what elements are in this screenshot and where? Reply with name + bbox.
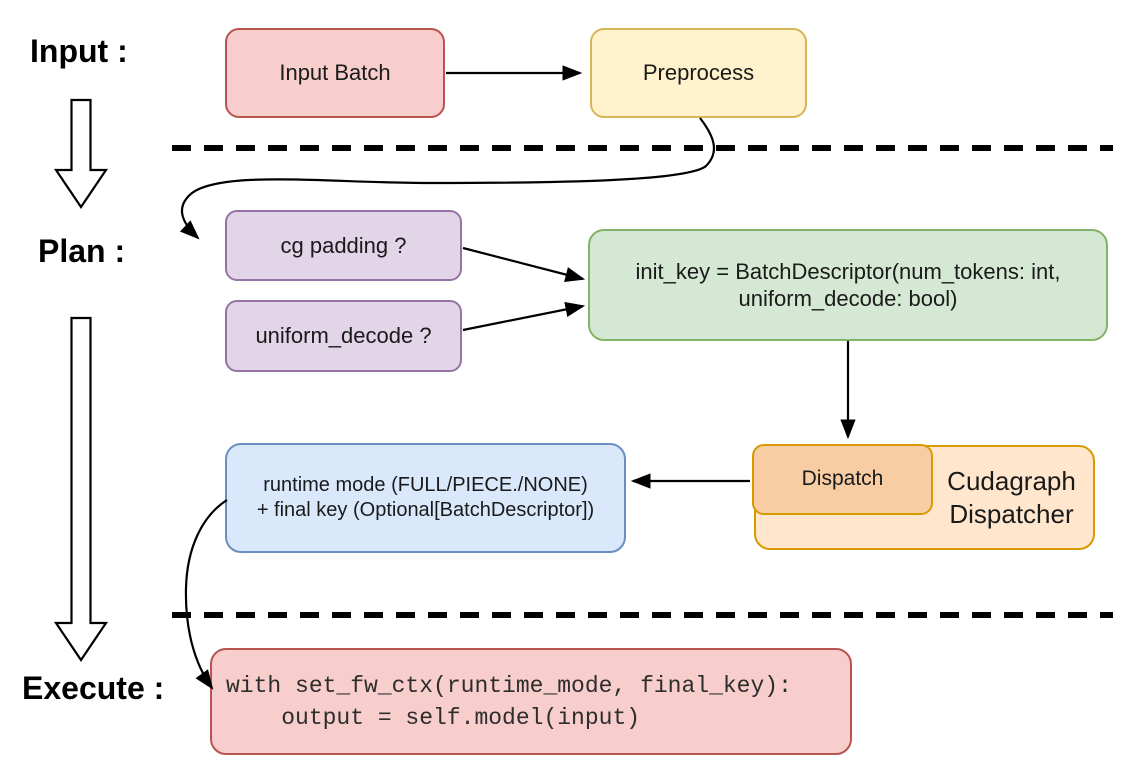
init-key-line1: init_key = BatchDescriptor(num_tokens: i… bbox=[635, 258, 1061, 284]
runtime-mode-line1: runtime mode (FULL/PIECE./NONE) bbox=[263, 474, 588, 496]
execute-code-line2: output = self.model(input) bbox=[226, 704, 641, 731]
init-key-line2: uniform_decode: bool) bbox=[738, 286, 958, 311]
preprocess-label: Preprocess bbox=[642, 60, 755, 86]
input-to-plan-arrow-icon bbox=[53, 98, 109, 209]
cg-padding-label: cg padding ? bbox=[280, 232, 407, 258]
uniform-decode-label: uniform_decode ? bbox=[255, 323, 432, 349]
stage-label-input: Input : bbox=[30, 33, 128, 69]
dispatch-label: Dispatch bbox=[801, 467, 884, 491]
input-batch-label: Input Batch bbox=[279, 60, 391, 86]
init-key-node: init_key = BatchDescriptor(num_tokens: i… bbox=[588, 229, 1108, 341]
cudagraph-dispatcher-line1: Cudagraph bbox=[947, 465, 1076, 496]
runtime-mode-result-node: runtime mode (FULL/PIECE./NONE) + final … bbox=[225, 443, 626, 553]
stage-label-plan: Plan : bbox=[38, 233, 126, 269]
preprocess-node: Preprocess bbox=[590, 28, 807, 118]
execute-code-node: with set_fw_ctx(runtime_mode, final_key)… bbox=[210, 648, 852, 755]
uniform-decode-node: uniform_decode ? bbox=[225, 300, 462, 372]
cg-padding-node: cg padding ? bbox=[225, 210, 462, 281]
dispatch-node: Dispatch bbox=[752, 444, 933, 515]
execute-code-line1: with set_fw_ctx(runtime_mode, final_key)… bbox=[226, 672, 792, 699]
plan-to-execute-arrow-icon bbox=[53, 316, 109, 662]
input-batch-node: Input Batch bbox=[225, 28, 445, 118]
runtime-mode-line2: + final key (Optional[BatchDescriptor]) bbox=[256, 499, 595, 521]
cudagraph-dispatcher-line2: Dispatcher bbox=[949, 498, 1074, 529]
arrow-uniform-decode-to-init-key bbox=[462, 301, 586, 332]
cudagraph-dispatcher-label: Cudagraph Dispatcher bbox=[936, 447, 1087, 548]
arrow-cg-padding-to-init-key bbox=[462, 246, 586, 283]
stage-label-execute: Execute : bbox=[22, 670, 165, 706]
